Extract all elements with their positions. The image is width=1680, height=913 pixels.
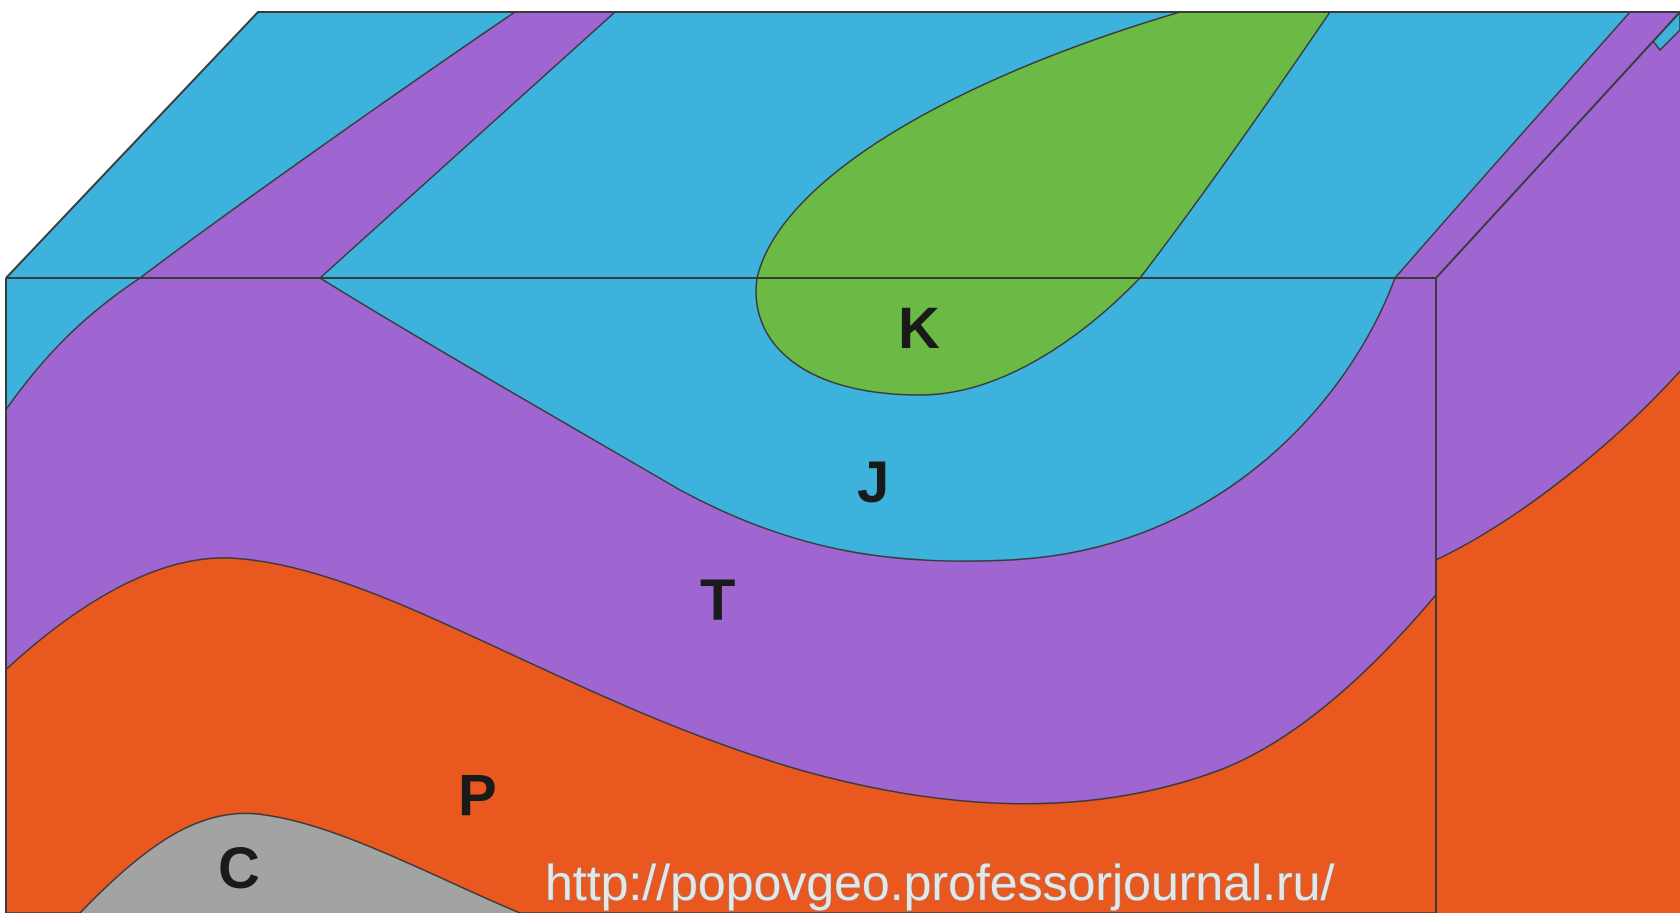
front-face bbox=[6, 278, 1436, 913]
watermark-url: http://popovgeo.professorjournal.ru/ bbox=[545, 855, 1334, 911]
label-j: J bbox=[857, 450, 889, 515]
front-j-core bbox=[318, 278, 1396, 562]
label-t: T bbox=[700, 568, 735, 633]
front-j-region bbox=[6, 278, 142, 411]
label-k: K bbox=[898, 296, 940, 361]
front-k-region bbox=[755, 278, 1142, 396]
label-p: P bbox=[458, 763, 497, 828]
top-t-band-left bbox=[137, 12, 617, 278]
side-top-edge bbox=[1435, 11, 1680, 279]
top-face bbox=[6, 12, 1680, 278]
block-edges bbox=[5, 11, 1680, 913]
top-k-region bbox=[756, 12, 1332, 278]
top-outline bbox=[5, 11, 1680, 279]
label-c: C bbox=[218, 836, 260, 901]
